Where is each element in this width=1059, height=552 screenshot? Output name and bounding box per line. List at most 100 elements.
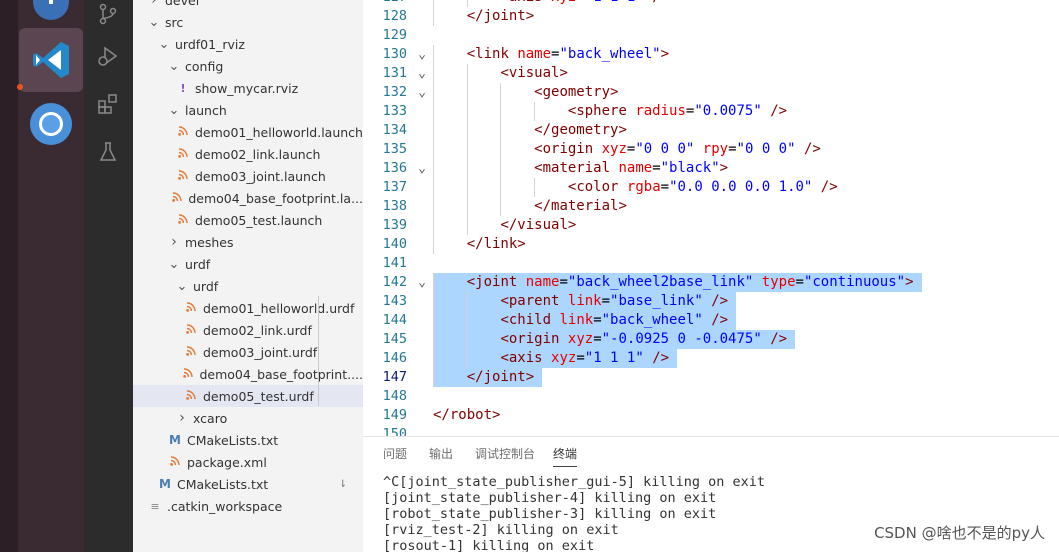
indent-guide: [433, 235, 434, 254]
code-line[interactable]: 143<parent link="base_link" />: [363, 292, 1059, 311]
tab-terminal[interactable]: 终端: [553, 445, 578, 467]
fold-chevron-icon[interactable]: ⌄: [418, 66, 426, 81]
fold-chevron-icon[interactable]: ⌄: [418, 275, 426, 290]
explorer-file[interactable]: demo02_link.urdf: [133, 319, 363, 341]
code-editor[interactable]: 127<axis xyz="1 1 1" />128</joint>129130…: [363, 0, 1059, 436]
code-line[interactable]: 144<child link="back_wheel" />: [363, 311, 1059, 330]
explorer-folder[interactable]: ›meshes: [133, 231, 363, 253]
code-line[interactable]: 132⌄<geometry>: [363, 83, 1059, 102]
indent-guide: [433, 159, 434, 178]
explorer-file[interactable]: demo01_helloworld.launch: [133, 121, 363, 143]
code-line[interactable]: 134</geometry>: [363, 121, 1059, 140]
explorer-folder[interactable]: ⌄launch: [133, 99, 363, 121]
code-line[interactable]: 140</link>: [363, 235, 1059, 254]
fold-chevron-icon[interactable]: ⌄: [418, 161, 426, 176]
terminal-line: [robot_state_publisher-3] killing on exi…: [383, 506, 717, 522]
explorer-item-label: demo02_link.launch: [195, 146, 321, 162]
explorer-file[interactable]: demo02_link.launch: [133, 143, 363, 165]
explorer-item-label: urdf: [185, 256, 211, 272]
explorer-file[interactable]: demo05_test.launch: [133, 209, 363, 231]
explorer-item-label: demo01_helloworld.urdf: [203, 300, 355, 316]
selection-highlight: [433, 292, 737, 311]
explorer-folder[interactable]: ›devel: [133, 0, 363, 11]
chevron-down-icon: ⌄: [168, 58, 180, 74]
indent-guide: [500, 159, 502, 178]
code-text: </geometry>: [534, 122, 627, 138]
code-line[interactable]: 147</joint>: [363, 368, 1059, 387]
code-line[interactable]: 139</visual>: [363, 216, 1059, 235]
code-line[interactable]: 136⌄<material name="black">: [363, 159, 1059, 178]
line-number: 143: [382, 293, 407, 309]
active-indicator: [17, 84, 23, 90]
code-text: <color rgba="0.0 0.0 0.0 1.0" />: [567, 179, 838, 195]
code-line[interactable]: 127<axis xyz="1 1 1" />: [363, 0, 1059, 7]
bottom-panel: 问题 输出 调试控制台 终端 ^C[joint_state_publisher_…: [363, 436, 1059, 552]
chromium-app-icon[interactable]: [19, 92, 83, 156]
tab-output[interactable]: 输出: [429, 447, 454, 461]
explorer-folder[interactable]: ›xcaro: [133, 407, 363, 429]
explorer-file[interactable]: demo03_joint.launch: [133, 165, 363, 187]
explorer-item-label: demo05_test.launch: [195, 212, 323, 228]
code-line[interactable]: 150: [363, 425, 1059, 436]
code-line[interactable]: 138</material>: [363, 197, 1059, 216]
line-number: 141: [382, 255, 407, 271]
indent-guide: [466, 159, 468, 178]
explorer-item-label: urdf: [193, 278, 219, 294]
explorer-folder[interactable]: ⌄urdf: [133, 253, 363, 275]
explorer-folder[interactable]: ⌄urdf01_rviz: [133, 33, 363, 55]
indent-guide: [466, 178, 468, 197]
code-line[interactable]: 137<color rgba="0.0 0.0 0.0 1.0" />: [363, 178, 1059, 197]
code-text: </robot>: [433, 407, 501, 423]
code-line[interactable]: 135<origin xyz="0 0 0" rpy="0 0 0" />: [363, 140, 1059, 159]
tab-debug-console[interactable]: 调试控制台: [475, 447, 536, 461]
code-line[interactable]: 146<axis xyz="1 1 1" />: [363, 349, 1059, 368]
explorer-file[interactable]: demo04_base_footprint....: [133, 363, 363, 385]
app-icon-top[interactable]: [19, 0, 83, 34]
indent-guide: [534, 102, 536, 121]
tab-problems[interactable]: 问题: [383, 447, 408, 461]
indent-guide: [433, 368, 434, 387]
explorer-item-label: launch: [185, 102, 227, 118]
indent-guide: [466, 121, 468, 140]
code-line[interactable]: 131⌄<visual>: [363, 64, 1059, 83]
code-line[interactable]: 145<origin xyz="-0.0925 0 -0.0475" />: [363, 330, 1059, 349]
rss-file-icon: [175, 125, 191, 139]
fold-chevron-icon[interactable]: ⌄: [418, 47, 426, 62]
explorer-file[interactable]: package.xml: [133, 451, 363, 473]
explorer-item-label: demo03_joint.urdf: [203, 344, 318, 360]
explorer-file[interactable]: demo01_helloworld.urdf: [133, 297, 363, 319]
indent-guide: [433, 45, 434, 64]
chevron-right-icon: ›: [151, 0, 157, 8]
code-line[interactable]: 148: [363, 387, 1059, 406]
terminal-line: [rviz_test-2] killing on exit: [383, 522, 619, 538]
code-line[interactable]: 129: [363, 26, 1059, 45]
code-line[interactable]: 128</joint>: [363, 7, 1059, 26]
extensions-icon[interactable]: [94, 90, 122, 118]
code-line[interactable]: 133<sphere radius="0.0075" />: [363, 102, 1059, 121]
indent-guide: [433, 121, 434, 140]
code-line[interactable]: 142⌄<joint name="back_wheel2base_link" t…: [363, 273, 1059, 292]
explorer-file[interactable]: demo04_base_footprint.la...: [133, 187, 363, 209]
explorer-file[interactable]: ≡.catkin_workspace: [133, 495, 363, 517]
selection-highlight: [433, 368, 543, 387]
code-text: </link>: [466, 236, 526, 252]
explorer-folder[interactable]: ⌄src: [133, 11, 363, 33]
explorer-file[interactable]: !show_mycar.rviz: [133, 77, 363, 99]
explorer-item-label: meshes: [185, 234, 234, 250]
explorer-file[interactable]: demo03_joint.urdf: [133, 341, 363, 363]
testing-flask-icon[interactable]: [94, 138, 122, 166]
indent-guide: [500, 140, 502, 159]
code-line[interactable]: 149</robot>: [363, 406, 1059, 425]
code-line[interactable]: 141: [363, 254, 1059, 273]
explorer-folder[interactable]: ⌄config: [133, 55, 363, 77]
explorer-file[interactable]: demo05_test.urdf: [133, 385, 363, 407]
fold-chevron-icon[interactable]: ⌄: [418, 85, 426, 100]
explorer-folder[interactable]: ⌄urdf: [133, 275, 363, 297]
line-number: 136: [382, 160, 407, 176]
run-debug-icon[interactable]: [94, 42, 122, 70]
vscode-app-icon[interactable]: [17, 28, 83, 92]
code-line[interactable]: 130⌄<link name="back_wheel">: [363, 45, 1059, 64]
source-control-icon[interactable]: [94, 0, 122, 28]
